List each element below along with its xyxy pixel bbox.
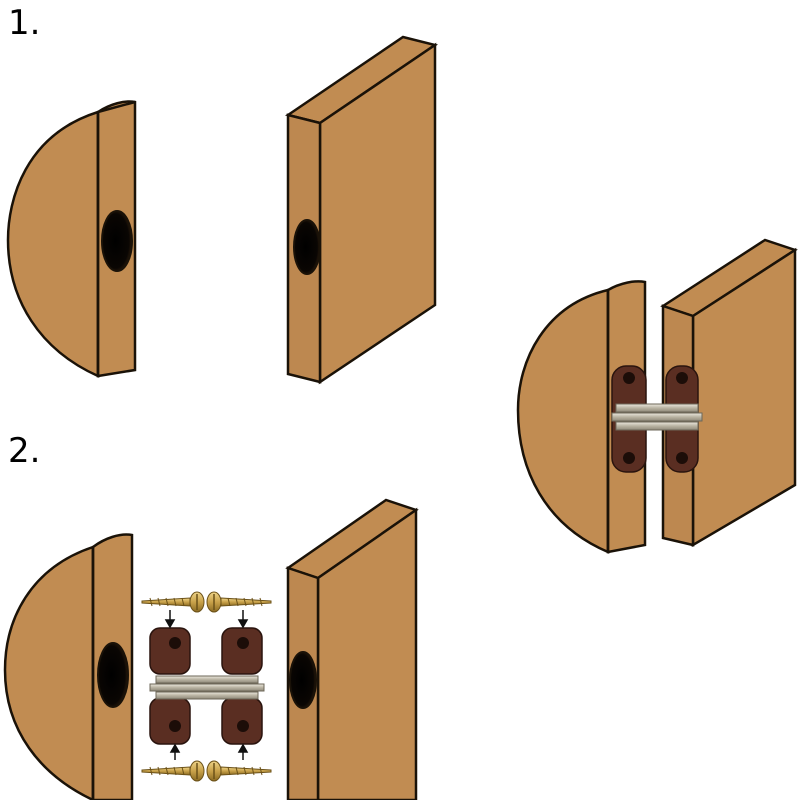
hole-icon bbox=[97, 642, 129, 708]
half-round-panel-step1 bbox=[6, 100, 137, 378]
screw-icon bbox=[206, 591, 272, 613]
step-1-label: 1. bbox=[8, 3, 41, 43]
flat-panel-step1 bbox=[284, 35, 439, 385]
hole-icon bbox=[293, 219, 321, 275]
hinge-icon bbox=[611, 365, 703, 473]
screw-icon bbox=[206, 760, 272, 782]
hinge-icon bbox=[149, 627, 265, 745]
screw-icon bbox=[141, 760, 205, 782]
screw-icon bbox=[141, 591, 205, 613]
step-2-label: 2. bbox=[8, 431, 41, 471]
arrow-icon bbox=[164, 610, 249, 760]
hole-icon bbox=[101, 210, 133, 272]
half-round-panel-step2 bbox=[3, 533, 134, 800]
flat-panel-step2 bbox=[285, 498, 419, 800]
hole-icon bbox=[289, 651, 317, 709]
